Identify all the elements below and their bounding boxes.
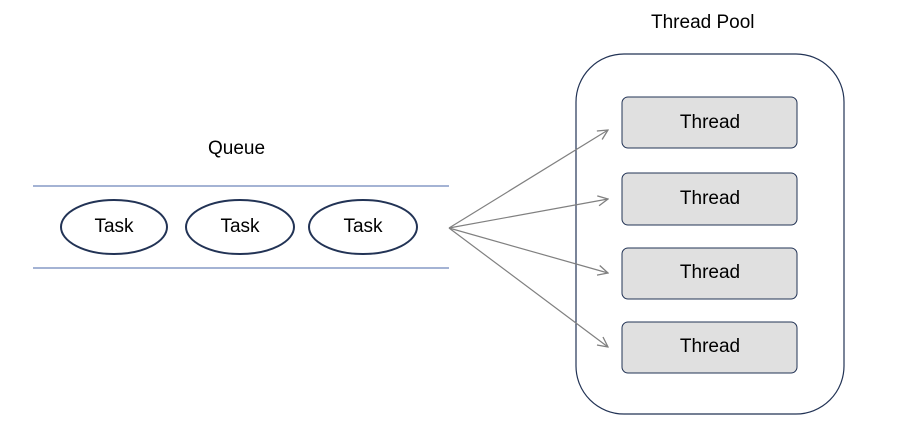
dispatch-arrow-1 <box>448 130 608 229</box>
queue-title: Queue <box>208 138 266 159</box>
task-label-3: Task <box>343 216 383 237</box>
dispatch-arrow-4 <box>448 227 608 347</box>
task-node-2 <box>185 199 295 255</box>
thread-label-3: Thread <box>679 262 741 283</box>
thread-box-2 <box>621 172 798 226</box>
thread-box-1 <box>621 96 798 149</box>
task-node-1 <box>60 199 168 255</box>
thread-box-3 <box>621 247 798 300</box>
thread-label-4: Thread <box>679 336 741 357</box>
thread-box-4 <box>621 321 798 374</box>
thread-label-2: Thread <box>679 188 741 209</box>
dispatch-arrow-3 <box>448 227 608 273</box>
task-label-1: Task <box>94 216 134 237</box>
thread-pool-title: Thread Pool <box>651 12 755 33</box>
dispatch-arrow-2 <box>448 199 608 229</box>
thread-label-1: Thread <box>679 112 741 133</box>
task-label-2: Task <box>220 216 260 237</box>
task-node-3 <box>308 199 418 255</box>
